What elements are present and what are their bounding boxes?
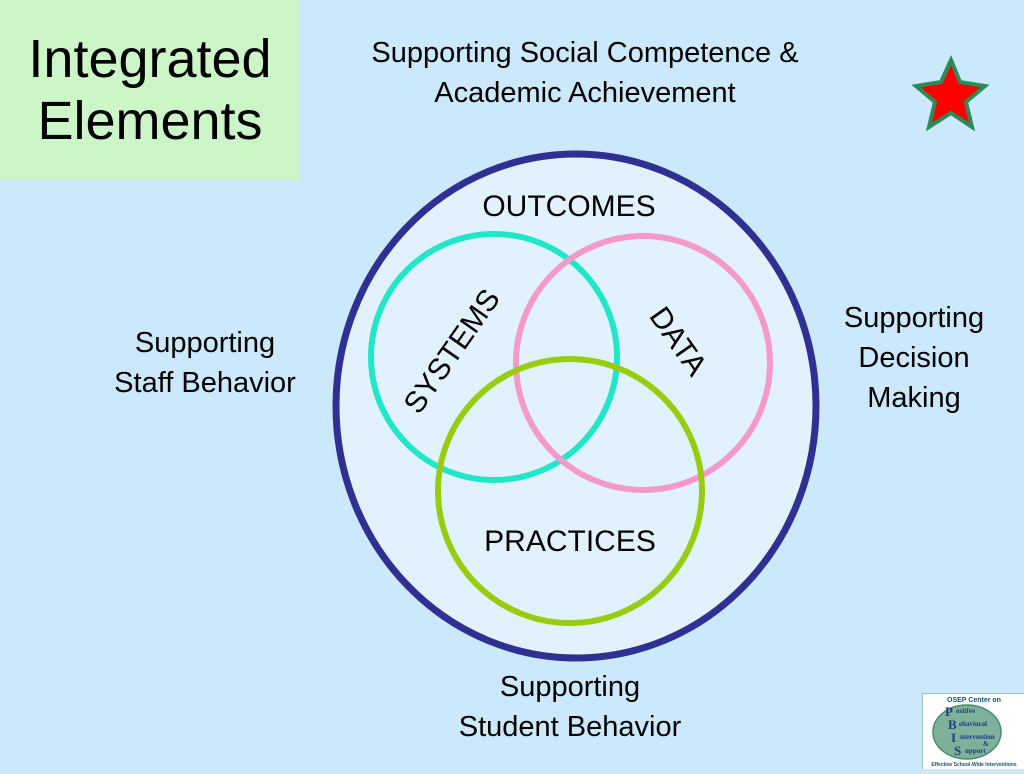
left-label: Supporting Staff Behavior	[90, 323, 320, 403]
logo-letter-p: P	[945, 704, 953, 719]
pbis-logo: OSEP Center on P B I S ositive ehavioral…	[922, 693, 1024, 769]
left-label-line-1: Supporting	[134, 327, 276, 359]
practices-label: PRACTICES	[484, 525, 656, 558]
right-label-line-2: Decision	[858, 342, 970, 374]
pbis-logo-graphic: OSEP Center on P B I S ositive ehavioral…	[931, 697, 1016, 768]
bottom-label-line-1: Supporting	[499, 671, 641, 703]
star-icon	[911, 54, 990, 132]
right-label-line-3: Making	[867, 382, 961, 414]
bottom-label-line-2: Student Behavior	[458, 711, 682, 743]
logo-line-4: &	[983, 740, 989, 748]
top-label: Supporting Social Competence & Academic …	[320, 33, 850, 113]
logo-letter-s: S	[954, 743, 961, 758]
logo-letter-b: B	[948, 717, 957, 732]
practices-circle	[435, 356, 705, 626]
logo-line-1: ositive	[956, 707, 975, 715]
logo-header: OSEP Center on	[947, 697, 1001, 704]
left-label-line-2: Staff Behavior	[114, 367, 296, 399]
top-label-line-1: Supporting Social Competence &	[371, 37, 799, 69]
title-box: Integrated Elements	[0, 0, 300, 180]
data-circle	[513, 233, 773, 493]
bottom-label: Supporting Student Behavior	[400, 667, 740, 747]
logo-line-3: ntervention	[960, 733, 995, 741]
right-label-line-1: Supporting	[843, 302, 985, 334]
title-line-2: Elements	[37, 91, 263, 151]
right-label: Supporting Decision Making	[814, 298, 1014, 418]
top-label-line-2: Academic Achievement	[434, 77, 736, 109]
logo-line-5: upport	[965, 747, 986, 755]
outcomes-label: OUTCOMES	[482, 190, 655, 223]
systems-circle	[368, 231, 620, 483]
logo-line-2: ehavioral	[959, 720, 987, 728]
logo-footer: Effective School-Wide Interventions	[931, 762, 1016, 768]
logo-globe	[932, 704, 1002, 760]
title-line-1: Integrated	[28, 29, 272, 89]
logo-letter-i: I	[951, 730, 956, 745]
